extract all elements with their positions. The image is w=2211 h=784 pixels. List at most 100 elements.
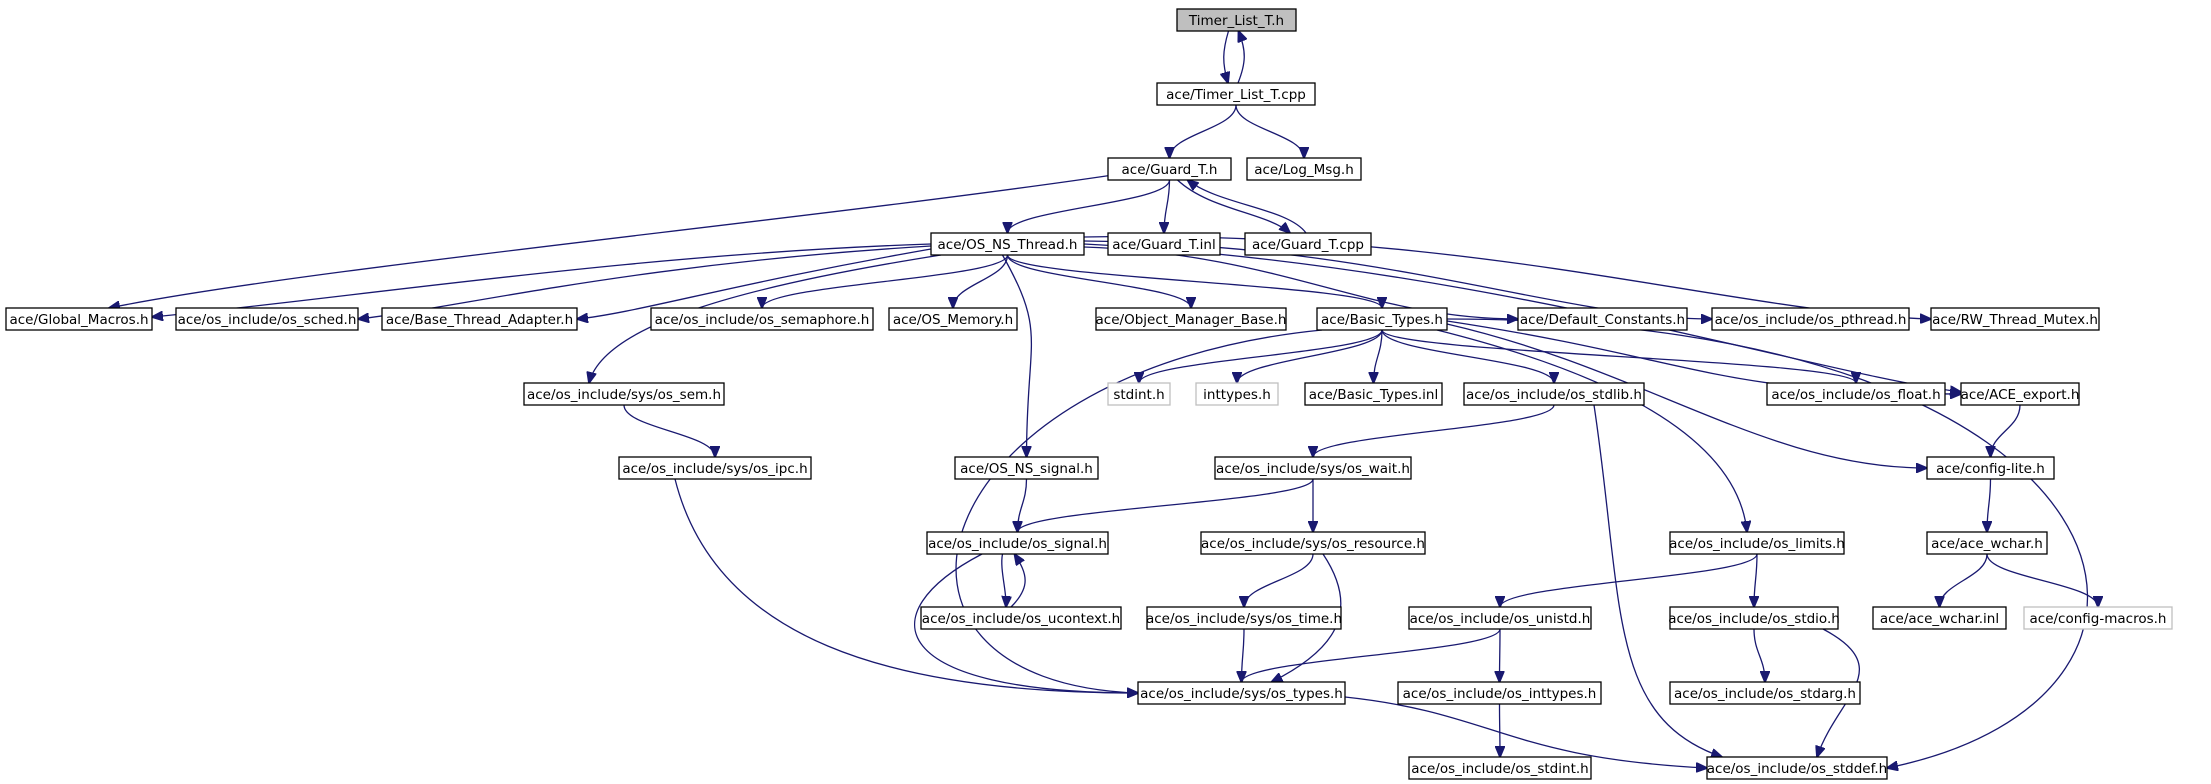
node-guard-t-cpp[interactable]: ace/Guard_T.cpp [1244, 232, 1372, 256]
node-os-types-h[interactable]: ace/os_include/sys/os_types.h [1137, 681, 1346, 705]
node-label: ace/config-macros.h [2030, 611, 2167, 627]
node-box [1926, 456, 2055, 480]
edge-line [1374, 329, 1383, 383]
node-log-msg-h[interactable]: ace/Log_Msg.h [1246, 157, 1362, 181]
node-label: ace/Object_Manager_Base.h [1096, 312, 1287, 328]
edge-line [1170, 104, 1237, 158]
node-rw-thread-mutex-h[interactable]: ace/RW_Thread_Mutex.h [1930, 307, 2100, 331]
node-os-pthread-h[interactable]: ace/os_include/os_pthread.h [1711, 307, 1910, 331]
node-config-macros-h[interactable]: ace/config-macros.h [2023, 606, 2173, 630]
node-os-limits-h[interactable]: ace/os_include/os_limits.h [1669, 531, 1845, 555]
node-inttypes-h[interactable]: inttypes.h [1195, 382, 1279, 406]
edge-os_ns_thread_h-to-os_semaphore_h [762, 254, 1009, 308]
node-os-stdio-h[interactable]: ace/os_include/os_stdio.h [1668, 606, 1840, 630]
node-box [1156, 82, 1316, 106]
node-box [1246, 157, 1362, 181]
node-os-stdint-h[interactable]: ace/os_include/os_stdint.h [1408, 756, 1592, 780]
node-base-thread-adapter-h[interactable]: ace/Base_Thread_Adapter.h [381, 307, 578, 331]
edge-line [623, 404, 715, 457]
node-os-sched-h[interactable]: ace/os_include/os_sched.h [175, 307, 359, 331]
node-timer-list-t-cpp[interactable]: ace/Timer_List_T.cpp [1156, 82, 1316, 106]
node-label: ace/Timer_List_T.cpp [1166, 87, 1306, 103]
node-box [1766, 382, 1946, 406]
edge-line [953, 254, 1009, 308]
node-box [920, 606, 1122, 630]
nodes-layer: Timer_List_T.h ace/Timer_List_T.cpp ace/Gu… [5, 8, 2173, 780]
edge-line [1242, 628, 1245, 682]
node-os-ns-signal-h[interactable]: ace/OS_NS_signal.h [954, 456, 1099, 480]
edge-line [1344, 696, 1707, 768]
node-os-time-h[interactable]: ace/os_include/sys/os_time.h [1146, 606, 1342, 630]
edge-line [762, 254, 1009, 308]
edge-guard_t_h-to-guard_t_inl [1164, 179, 1171, 233]
node-label: ace/os_include/sys/os_time.h [1146, 611, 1342, 627]
node-box [523, 382, 725, 406]
edge-line [1446, 318, 2088, 768]
edges-layer [109, 31, 2098, 768]
node-box [1214, 456, 1412, 480]
node-os-wait-h[interactable]: ace/os_include/sys/os_wait.h [1214, 456, 1412, 480]
node-label: ace/os_include/os_sched.h [178, 312, 357, 328]
node-guard-t-inl[interactable]: ace/Guard_T.inl [1107, 232, 1221, 256]
node-config-lite-h[interactable]: ace/config-lite.h [1926, 456, 2055, 480]
node-os-inttypes-h[interactable]: ace/os_include/os_inttypes.h [1397, 681, 1602, 705]
edge-line [1018, 478, 1314, 532]
node-os-resource-h[interactable]: ace/os_include/sys/os_resource.h [1200, 531, 1426, 555]
edge-os_stdio_h-to-os_stdarg_h [1753, 628, 1765, 682]
edge-os_wait_h-to-os_signal_h [1018, 478, 1314, 532]
node-os-stdlib-h[interactable]: ace/os_include/os_stdlib.h [1463, 382, 1645, 406]
edge-os_unistd_h-to-os_inttypes_h [1500, 628, 1501, 682]
node-default-constants-h[interactable]: ace/Default_Constants.h [1517, 307, 1688, 331]
edge-line [1235, 104, 1304, 158]
node-os-ucontext-h[interactable]: ace/os_include/os_ucontext.h [920, 606, 1122, 630]
node-box [1244, 232, 1372, 256]
node-os-memory-h[interactable]: ace/OS_Memory.h [888, 307, 1018, 331]
edge-ace_wchar_h-to-config_macros_h [1986, 553, 2098, 607]
edge-os_inttypes_h-to-os_stdint_h [1500, 703, 1501, 757]
node-ace-wchar-inl[interactable]: ace/ace_wchar.inl [1872, 606, 2007, 630]
edge-line [1006, 254, 1383, 308]
node-os-ipc-h[interactable]: ace/os_include/sys/os_ipc.h [618, 456, 812, 480]
node-os-signal-h[interactable]: ace/os_include/os_signal.h [926, 531, 1109, 555]
node-label: ace/os_include/os_limits.h [1669, 536, 1845, 552]
node-object-manager-base-h[interactable]: ace/Object_Manager_Base.h [1095, 307, 1287, 331]
node-os-stddef-h[interactable]: ace/os_include/os_stddef.h [1706, 756, 1888, 780]
edge-line [1381, 329, 1554, 383]
edge-os_limits_h-to-os_stdio_h [1754, 553, 1757, 607]
node-basic-types-inl[interactable]: ace/Basic_Types.inl [1304, 382, 1443, 406]
node-label: ace/os_include/os_inttypes.h [1403, 686, 1597, 702]
node-label: stdint.h [1113, 387, 1164, 403]
node-global-macros-h[interactable]: ace/Global_Macros.h [5, 307, 153, 331]
edge-line [1006, 254, 1192, 308]
node-label: ace/os_include/sys/os_resource.h [1201, 536, 1425, 552]
node-box [1930, 307, 2100, 331]
edge-basic_types_h-to-stdint_h [1139, 329, 1383, 383]
node-os-ns-thread-h[interactable]: ace/OS_NS_Thread.h [930, 232, 1085, 256]
node-os-semaphore-h[interactable]: ace/os_include/os_semaphore.h [650, 307, 874, 331]
edge-line [1177, 179, 1291, 233]
node-label: ace/os_include/os_stdarg.h [1674, 686, 1856, 702]
edge-line [674, 478, 1138, 693]
node-label: ace/os_include/os_stddef.h [1707, 761, 1887, 777]
node-os-sem-h[interactable]: ace/os_include/sys/os_sem.h [523, 382, 725, 406]
node-ace-export-h[interactable]: ace/ACE_export.h [1960, 382, 2080, 406]
node-label: Timer_List_T.h [1188, 13, 1284, 29]
node-box [1195, 382, 1279, 406]
node-ace-wchar-h[interactable]: ace/ace_wchar.h [1926, 531, 2048, 555]
edge-guard_t_cpp-to-guard_t_h [1188, 180, 1307, 234]
node-basic-types-h[interactable]: ace/Basic_Types.h [1316, 307, 1448, 331]
node-os-unistd-h[interactable]: ace/os_include/os_unistd.h [1408, 606, 1592, 630]
edge-line [955, 329, 1323, 693]
edge-timer_list_t_h-to-timer_list_t_cpp [1224, 30, 1229, 83]
node-stdint-h[interactable]: stdint.h [1107, 382, 1171, 406]
node-box [1176, 8, 1297, 32]
node-label: ace/os_include/os_semaphore.h [655, 312, 870, 328]
node-label: ace/os_include/os_float.h [1771, 387, 1940, 403]
edge-line [1139, 329, 1383, 383]
edge-line [1001, 254, 1033, 457]
node-box [1316, 307, 1448, 331]
node-guard-t-h[interactable]: ace/Guard_T.h [1107, 157, 1232, 181]
node-label: ace/Log_Msg.h [1254, 162, 1354, 178]
node-os-float-h[interactable]: ace/os_include/os_float.h [1766, 382, 1946, 406]
node-os-stdarg-h[interactable]: ace/os_include/os_stdarg.h [1669, 681, 1861, 705]
